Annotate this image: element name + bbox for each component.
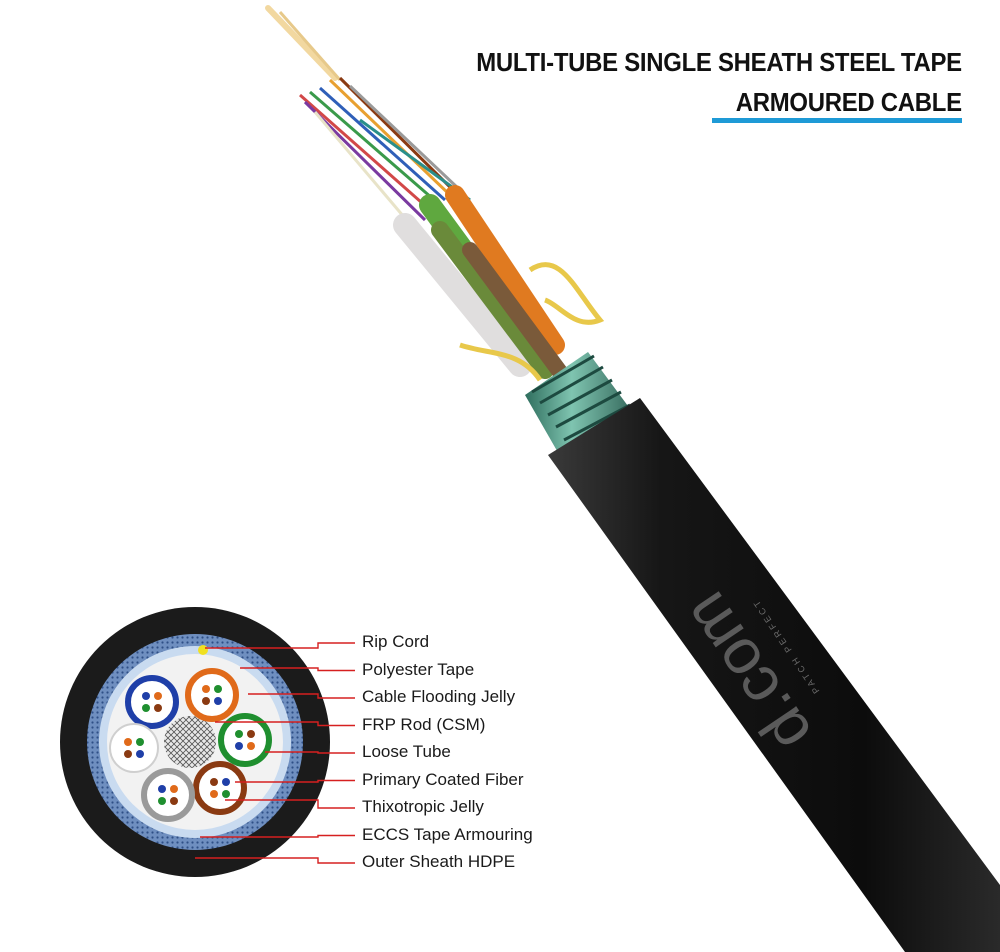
fiber <box>235 730 243 738</box>
fiber <box>210 778 218 786</box>
fiber <box>247 730 255 738</box>
frp-rod <box>164 716 216 768</box>
label-thixotropic-jelly: Thixotropic Jelly <box>362 797 484 816</box>
fiber <box>136 750 144 758</box>
leader-line <box>265 751 355 754</box>
fiber <box>142 692 150 700</box>
fiber <box>214 685 222 693</box>
fiber <box>214 697 222 705</box>
label-rip-cord: Rip Cord <box>362 632 430 651</box>
fiber <box>222 790 230 798</box>
fiber <box>202 685 210 693</box>
label-polyester-tape: Polyester Tape <box>362 659 475 679</box>
blue-tube <box>125 675 179 729</box>
white-tube <box>109 723 159 773</box>
title: MULTI-TUBE SINGLE SHEATH STEEL TAPE ARMO… <box>434 42 962 122</box>
loose-tubes-illustration <box>393 185 568 380</box>
title-line-1: MULTI-TUBE SINGLE SHEATH STEEL TAPE <box>476 47 962 77</box>
leader-line <box>240 667 355 672</box>
leader-line <box>225 799 355 809</box>
outer-sheath-body <box>548 398 1000 952</box>
fiber <box>222 778 230 786</box>
title-underline <box>712 118 962 123</box>
leader-line <box>215 721 355 727</box>
green-tube <box>218 713 272 767</box>
binder-yarn <box>459 262 605 382</box>
rip-cord-dot <box>198 645 208 655</box>
label-loose-tube: Loose Tube <box>362 742 451 761</box>
fiber <box>154 692 162 700</box>
leader-line <box>205 642 355 649</box>
brown-tube <box>193 761 247 815</box>
grey-tube <box>141 768 195 822</box>
fiber <box>136 738 144 746</box>
fiber <box>158 785 166 793</box>
label-frp-rod-csm: FRP Rod (CSM) <box>362 714 486 734</box>
orange-tube <box>185 668 239 722</box>
fiber <box>142 704 150 712</box>
label-eccs-tape-armouring: ECCS Tape Armouring <box>362 824 533 844</box>
fiber <box>247 742 255 750</box>
fiber <box>154 704 162 712</box>
fiber <box>235 742 243 750</box>
fiber <box>158 797 166 805</box>
label-cable-flooding-jelly: Cable Flooding Jelly <box>362 687 516 706</box>
cross-section <box>60 607 355 877</box>
fiber <box>124 750 132 758</box>
label-outer-sheath-hdpe: Outer Sheath HDPE <box>362 852 516 871</box>
leader-line <box>235 779 355 783</box>
title-line-2: ARMOURED CABLE <box>735 87 962 117</box>
leader-line <box>248 693 355 699</box>
fiber <box>170 785 178 793</box>
fiber <box>210 790 218 798</box>
fiber <box>202 697 210 705</box>
fiber <box>170 797 178 805</box>
fiber <box>124 738 132 746</box>
label-primary-coated-fiber: Primary Coated Fiber <box>362 769 524 789</box>
leader-line <box>200 834 355 838</box>
leader-line <box>195 857 355 864</box>
